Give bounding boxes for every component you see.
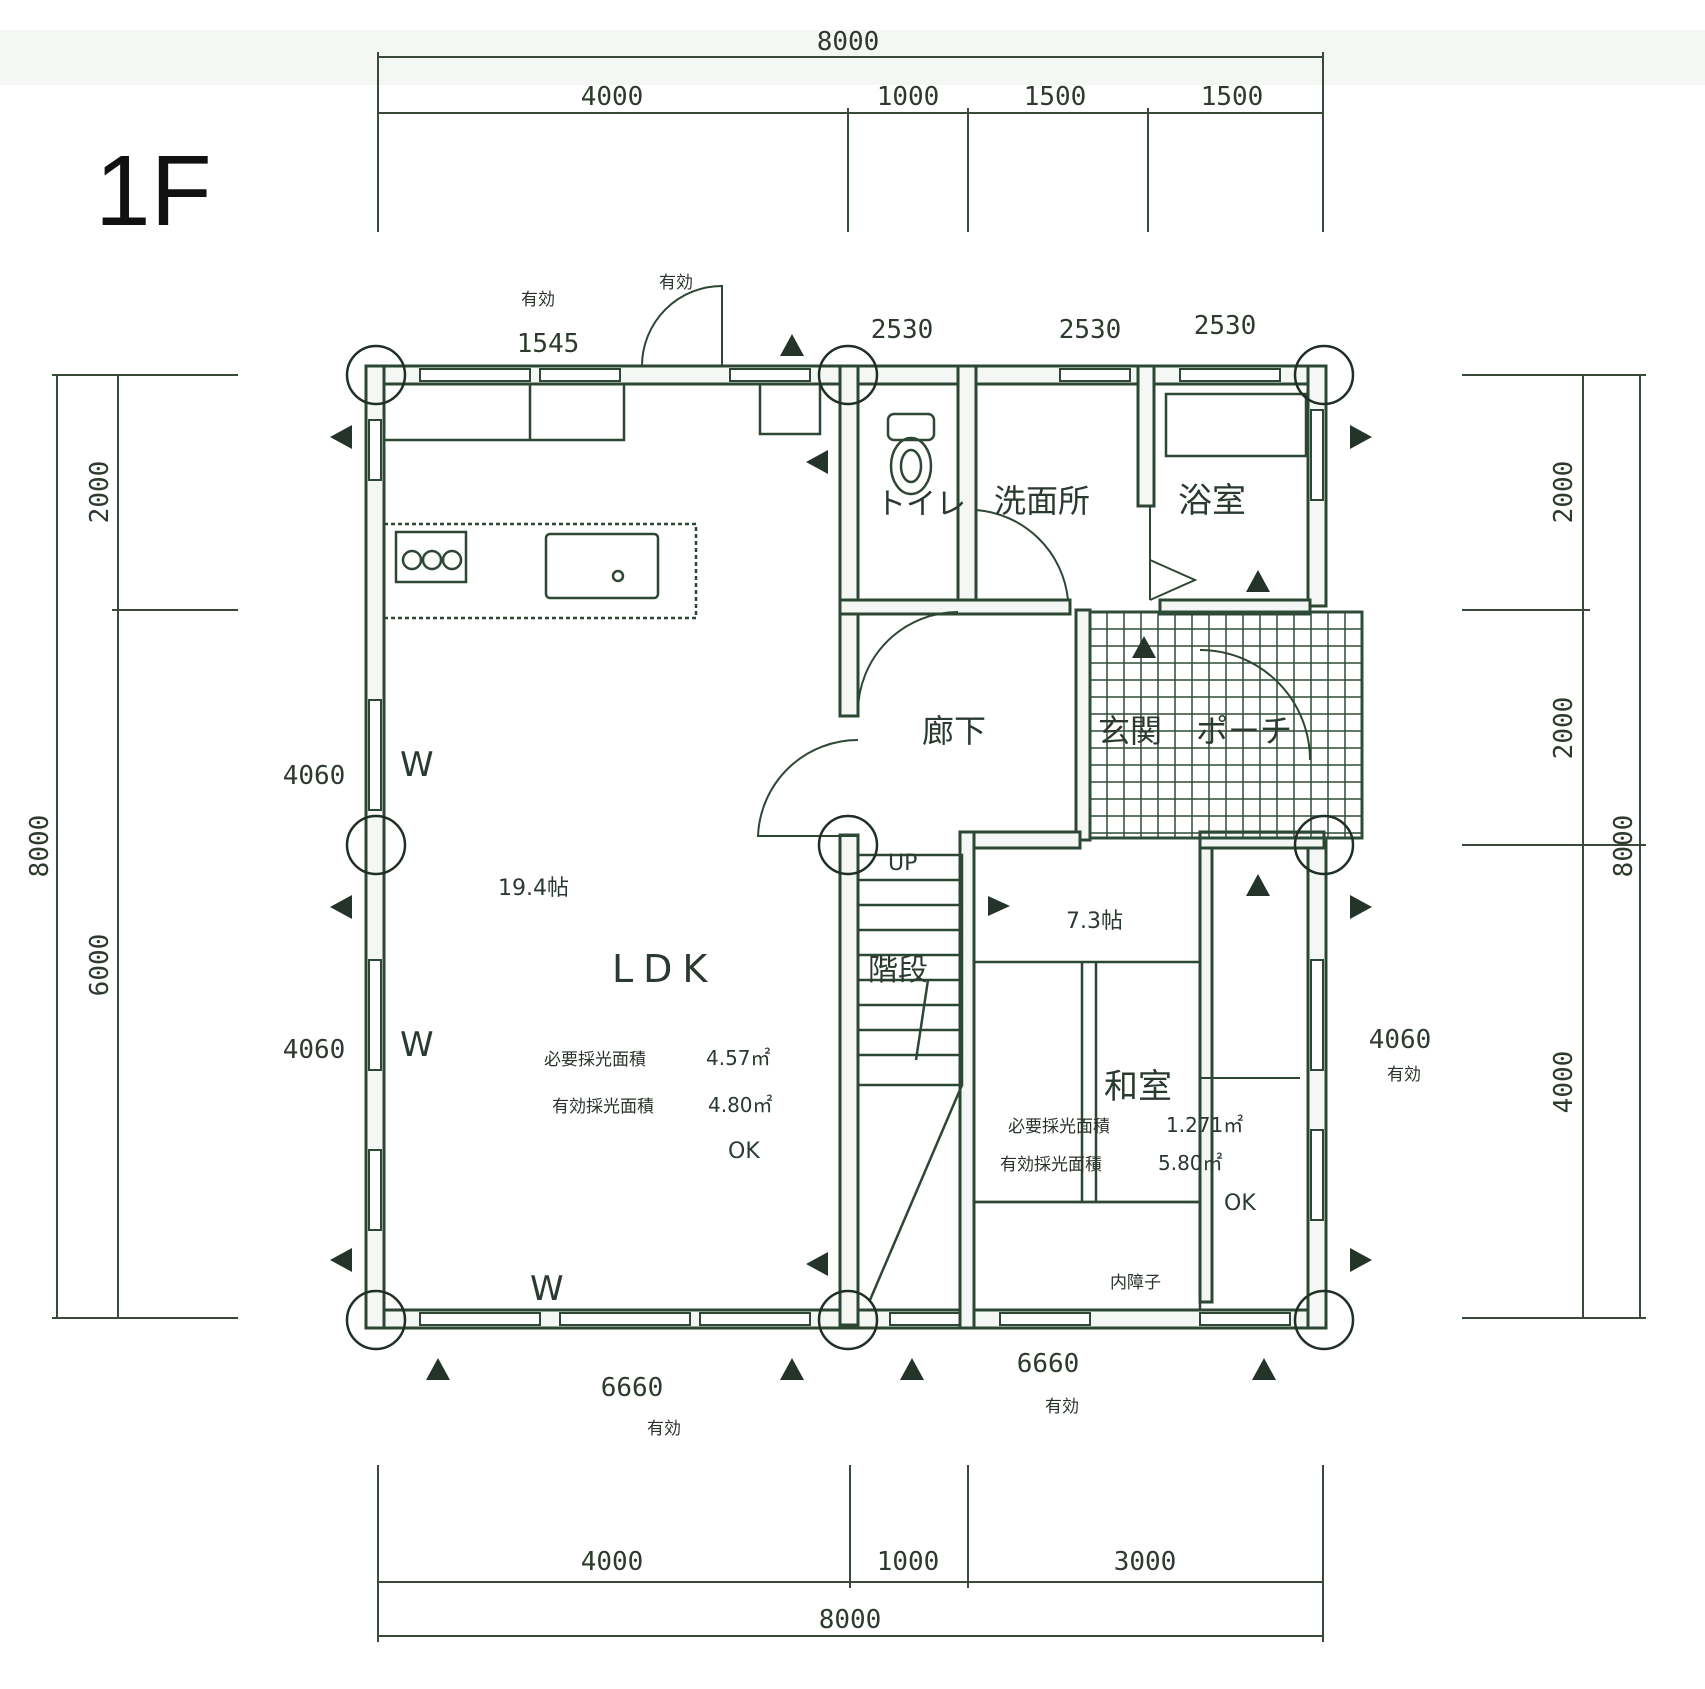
right-width: 4060 <box>1369 1025 1432 1055</box>
ldk-effective-value: 4.80㎡ <box>708 1093 773 1117</box>
bathtub <box>1164 392 1308 458</box>
dimension-lines <box>52 52 1646 1642</box>
ldk-area: 19.4帖 <box>498 876 569 901</box>
room-label-washroom: 洗面所 <box>994 482 1090 520</box>
dim-bottom-total: 8000 <box>819 1605 882 1635</box>
upper-cabinet <box>382 382 626 442</box>
washitsu-tatami <box>972 960 1202 1312</box>
kitchen-counter <box>382 522 698 620</box>
washitsu-effective-value: 5.80㎡ <box>1158 1151 1223 1175</box>
bottom-right-width: 6660 <box>1017 1349 1080 1379</box>
dim-right-seg-2: 2000 <box>1549 697 1579 760</box>
exterior-windows <box>368 368 1324 1326</box>
washitsu-required-label: 必要採光面積 <box>1008 1117 1110 1137</box>
washitsu-required-value: 1.271㎡ <box>1166 1113 1243 1137</box>
cooktop <box>394 530 468 584</box>
top-window-effective-label: 有効 <box>521 290 555 310</box>
left-width-2: 4060 <box>283 1035 346 1065</box>
washitsu-lighting-result: OK <box>1224 1191 1256 1216</box>
stairs <box>856 853 964 1301</box>
dim-bottom-seg-3: 3000 <box>1114 1547 1177 1577</box>
toilet-fixture <box>886 412 936 496</box>
room-label-porch: ポーチ <box>1196 712 1292 750</box>
doors <box>641 284 1311 1079</box>
dim-right-total: 8000 <box>1609 815 1639 878</box>
dim-left-total: 8000 <box>25 815 55 878</box>
top-door-effective-label: 有効 <box>659 273 693 293</box>
room-label-toilet: トイレ <box>876 487 966 522</box>
kitchen-sink <box>544 532 660 600</box>
room-label-entrance: 玄関 <box>1098 712 1162 750</box>
ldk-lighting-result: OK <box>728 1139 760 1164</box>
dim-left-seg-2: 6000 <box>85 934 115 997</box>
dim-top-seg-3: 1500 <box>1024 82 1087 112</box>
washitsu-area: 7.3帖 <box>1066 909 1123 934</box>
top-right-width-3: 2530 <box>1194 311 1257 341</box>
room-label-ldk: LDK <box>612 947 717 991</box>
vent-markers <box>330 334 1372 1380</box>
ldk-effective-label: 有効採光面積 <box>552 1097 654 1117</box>
porch-grid <box>1088 610 1364 840</box>
room-label-hallway: 廊下 <box>922 712 986 750</box>
wall-mark-w-1: W <box>400 745 434 785</box>
top-window-width: 1545 <box>517 329 580 359</box>
right-width-effective-label: 有効 <box>1387 1065 1421 1085</box>
washitsu-effective-label: 有効採光面積 <box>1000 1155 1102 1175</box>
stairs-up-label: UP <box>888 851 917 876</box>
dim-left-seg-1: 2000 <box>85 461 115 524</box>
bottom-left-effective-label: 有効 <box>647 1419 681 1439</box>
uchishoji-label: 内障子 <box>1110 1273 1161 1293</box>
left-width-1: 4060 <box>283 761 346 791</box>
bottom-right-effective-label: 有効 <box>1045 1397 1079 1417</box>
ldk-required-label: 必要採光面積 <box>544 1050 646 1070</box>
dim-top-seg-2: 1000 <box>877 82 940 112</box>
dim-bottom-seg-1: 4000 <box>581 1547 644 1577</box>
room-label-bath: 浴室 <box>1178 481 1246 521</box>
room-label-stairs: 階段 <box>868 953 928 988</box>
bottom-left-width: 6660 <box>601 1373 664 1403</box>
top-right-width-1: 2530 <box>871 315 934 345</box>
kitchen <box>382 382 822 620</box>
dim-bottom-seg-2: 1000 <box>877 1547 940 1577</box>
structural-columns <box>345 344 1355 1351</box>
wall-mark-w-2: W <box>400 1025 434 1065</box>
dim-right-seg-1: 2000 <box>1549 461 1579 524</box>
ldk-required-value: 4.57㎡ <box>706 1046 771 1070</box>
floor-label: 1F <box>95 135 212 247</box>
interior-walls <box>838 364 1326 1330</box>
dim-top-total: 8000 <box>817 27 880 57</box>
dim-right-seg-3: 4000 <box>1549 1051 1579 1114</box>
fridge-space <box>758 382 822 436</box>
dim-top-seg-4: 1500 <box>1201 82 1264 112</box>
wall-mark-w-3: W <box>530 1269 564 1309</box>
dim-top-seg-1: 4000 <box>581 82 644 112</box>
top-right-width-2: 2530 <box>1059 315 1122 345</box>
room-label-washitsu: 和室 <box>1104 1067 1172 1107</box>
